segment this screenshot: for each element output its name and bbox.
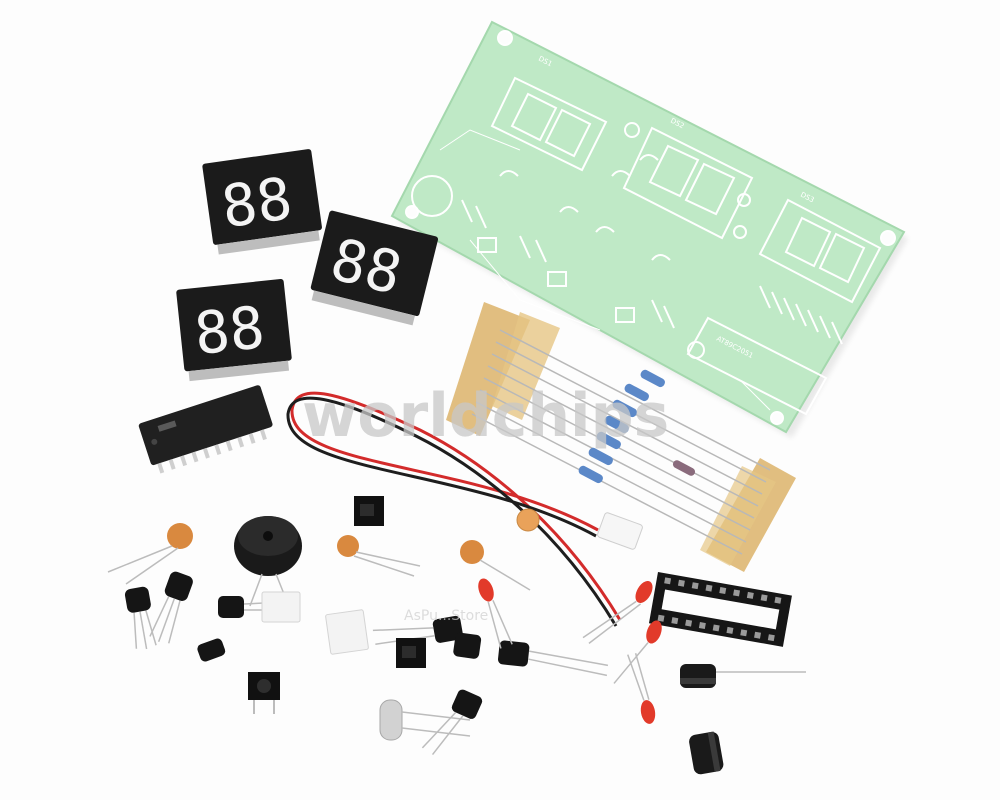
seven-segment-display-2: 88 — [310, 210, 439, 326]
pcb-silkscreen — [411, 76, 882, 416]
electrolytic-capacitors — [680, 664, 806, 775]
push-buttons — [248, 496, 426, 714]
ic-socket — [648, 572, 792, 647]
crystal-oscillator — [379, 699, 471, 741]
ceramic-capacitors — [107, 523, 531, 591]
connectors — [261, 591, 369, 655]
buzzer — [234, 516, 302, 607]
resistor-bodies — [578, 369, 696, 484]
pcb-board: DS1 DS2 DS3 AT89C2051 — [390, 20, 908, 438]
svg-text:88: 88 — [218, 164, 297, 241]
power-cable — [286, 391, 643, 627]
seven-segment-display-3: 88 — [176, 279, 292, 382]
photoresistor — [516, 508, 540, 532]
watermark-text: worldchips — [302, 381, 669, 451]
ic-chip — [138, 385, 273, 474]
transistors — [124, 571, 609, 756]
svg-text:88: 88 — [324, 225, 408, 308]
svg-text:88: 88 — [191, 293, 268, 368]
seven-segment-display-1: 88 — [202, 149, 322, 255]
leds — [478, 578, 662, 724]
secondary-watermark: AsPu...Store — [404, 608, 488, 624]
